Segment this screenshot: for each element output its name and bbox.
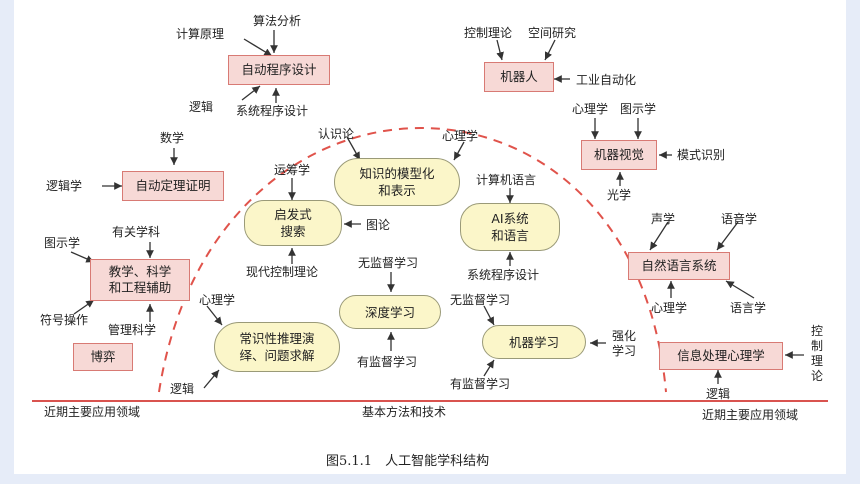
label-graphics-1: 图示学 xyxy=(44,236,81,250)
baseline-label-right: 近期主要应用领域 xyxy=(702,408,799,422)
label-epistemology: 认识论 xyxy=(318,127,355,141)
label-operations-research: 运筹学 xyxy=(274,163,311,177)
machine-learning-box: 机器学习 xyxy=(482,325,586,359)
label-modern-control: 现代控制理论 xyxy=(246,265,319,279)
ai-system-box: AI系统 和语言 xyxy=(460,203,560,251)
label-graph-theory: 图论 xyxy=(366,218,391,232)
info-psychology-box: 信息处理心理学 xyxy=(659,342,783,370)
robot-box: 机器人 xyxy=(484,62,554,92)
label-logic-3: 逻辑 xyxy=(706,387,731,401)
deep-learning-box: 深度学习 xyxy=(339,295,441,329)
heuristic-search-box: 启发式 搜索 xyxy=(244,200,342,246)
label-control-theory-1: 控制理论 xyxy=(464,26,513,40)
label-pattern-recognition: 模式识别 xyxy=(677,148,726,162)
label-math: 数学 xyxy=(160,131,185,145)
label-industrial-automation: 工业自动化 xyxy=(576,73,637,87)
figure-caption: 图5.1.1 人工智能学科结构 xyxy=(326,454,490,469)
label-algorithm-analysis: 算法分析 xyxy=(253,14,302,28)
nlp-system-box: 自然语言系统 xyxy=(628,252,730,280)
label-compute-principle: 计算原理 xyxy=(176,27,225,41)
label-reinforcement: 强化 学习 xyxy=(612,329,637,358)
label-supervised-2: 有监督学习 xyxy=(450,377,511,391)
label-graphics-2: 图示学 xyxy=(620,102,657,116)
label-linguistics: 语言学 xyxy=(730,301,767,315)
label-symbol-ops: 符号操作 xyxy=(40,313,89,327)
label-psychology-2: 心理学 xyxy=(199,293,236,307)
label-logic-study: 逻辑学 xyxy=(46,179,83,193)
label-supervised-1: 有监督学习 xyxy=(357,355,418,369)
dashed-curve xyxy=(158,127,667,393)
diagram-canvas: 自动程序设计 计算原理 算法分析 逻辑 系统程序设计 自动定理证明 数学 逻辑学… xyxy=(14,0,846,474)
label-unsupervised-1: 无监督学习 xyxy=(358,256,419,270)
label-phonetics: 语音学 xyxy=(721,212,758,226)
label-management: 管理科学 xyxy=(108,323,157,337)
knowledge-model-label: 知识的模型化 和表示 xyxy=(359,166,435,198)
label-psychology-4: 心理学 xyxy=(651,301,688,315)
game-box: 博弈 xyxy=(73,343,133,371)
label-logic-1: 逻辑 xyxy=(189,100,214,114)
ai-system-label: AI系统 和语言 xyxy=(491,211,529,243)
theorem-proving-box: 自动定理证明 xyxy=(122,171,224,201)
label-computer-language: 计算机语言 xyxy=(476,173,537,187)
label-space-research: 空间研究 xyxy=(528,26,577,40)
commonsense-box: 常识性推理演 绎、问题求解 xyxy=(214,322,340,372)
connector-layer xyxy=(32,30,828,402)
label-sys-programming-1: 系统程序设计 xyxy=(236,104,309,118)
label-psychology-1: 心理学 xyxy=(442,129,479,143)
label-acoustics: 声学 xyxy=(651,212,676,226)
label-sys-programming-2: 系统程序设计 xyxy=(467,268,540,282)
label-psychology-3: 心理学 xyxy=(572,102,609,116)
baseline-label-middle: 基本方法和技术 xyxy=(362,405,447,419)
label-logic-2: 逻辑 xyxy=(170,382,195,396)
label-optics: 光学 xyxy=(607,188,632,202)
machine-vision-box: 机器视觉 xyxy=(581,140,657,170)
knowledge-model-box: 知识的模型化 和表示 xyxy=(334,158,460,206)
label-unsupervised-2: 无监督学习 xyxy=(450,293,511,307)
heuristic-search-label: 启发式 搜索 xyxy=(274,207,312,239)
commonsense-label: 常识性推理演 绎、问题求解 xyxy=(239,331,315,363)
auto-program-box: 自动程序设计 xyxy=(228,55,330,85)
teaching-box-label: 教学、科学 和工程辅助 xyxy=(108,264,172,295)
baseline-label-left: 近期主要应用领域 xyxy=(44,405,141,419)
label-control-theory-2: 控制理论 xyxy=(810,324,823,383)
teaching-box: 教学、科学 和工程辅助 xyxy=(90,259,190,301)
label-related-subjects: 有关学科 xyxy=(112,225,161,239)
